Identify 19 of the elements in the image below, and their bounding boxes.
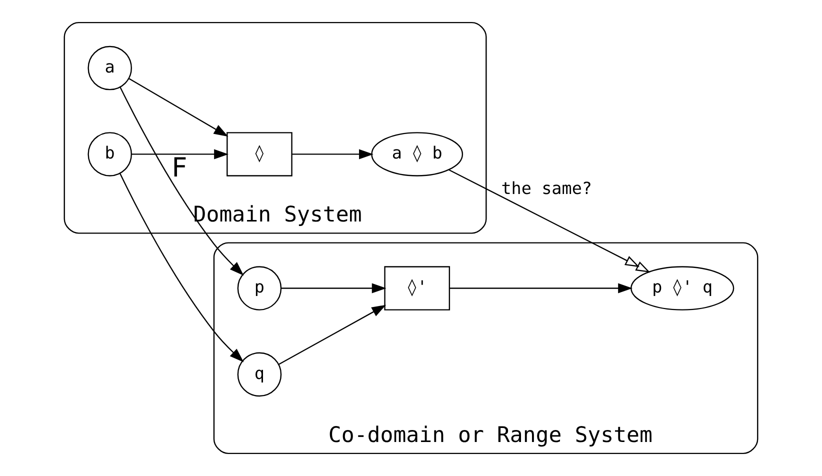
arrow xyxy=(120,86,244,276)
arrow xyxy=(119,173,244,362)
arrow xyxy=(132,149,228,160)
node-circle: a xyxy=(88,46,132,90)
node-circle: b xyxy=(88,132,132,176)
node-box: ◊' xyxy=(384,266,450,310)
arrow xyxy=(448,169,650,272)
node-ellipse: a ◊ b xyxy=(371,132,464,176)
arrow xyxy=(128,78,228,137)
arrow xyxy=(292,149,374,160)
node-circle: p xyxy=(237,266,282,310)
arrow xyxy=(450,283,632,294)
node-circle: q xyxy=(237,352,282,397)
edge-label: the same? xyxy=(501,178,592,198)
node-box: ◊ xyxy=(226,132,292,176)
edge-label: F xyxy=(171,153,188,184)
node-ellipse: p ◊' q xyxy=(630,266,734,310)
arrow xyxy=(281,283,386,294)
arrow xyxy=(278,304,386,365)
